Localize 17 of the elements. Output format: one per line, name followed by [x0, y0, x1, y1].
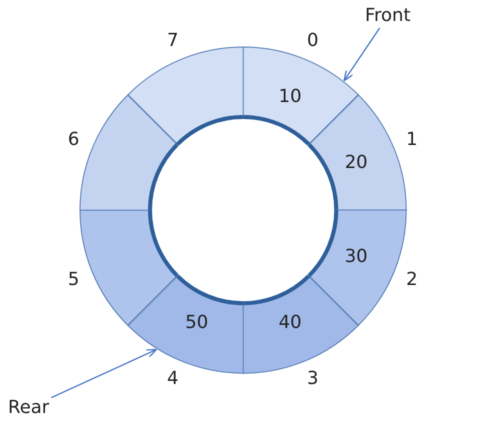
- pointer-label: Front: [365, 6, 411, 26]
- pointer-label: Rear: [8, 398, 50, 418]
- arrow: [343, 28, 380, 82]
- queue-value: 40: [278, 312, 302, 333]
- queue-value: 30: [344, 246, 368, 267]
- index-number: 0: [307, 30, 318, 51]
- queue-value: 50: [185, 312, 208, 333]
- index-number: 6: [68, 130, 80, 150]
- arrow: [50, 348, 158, 398]
- queue-value: 20: [344, 153, 368, 174]
- index-number: 1: [406, 130, 418, 150]
- index-number: 5: [68, 270, 80, 290]
- index-number: 2: [406, 270, 418, 290]
- index-number: 7: [166, 30, 178, 51]
- queue-value: 10: [278, 87, 302, 108]
- index-number: 4: [166, 369, 178, 390]
- index-number: 3: [307, 369, 318, 390]
